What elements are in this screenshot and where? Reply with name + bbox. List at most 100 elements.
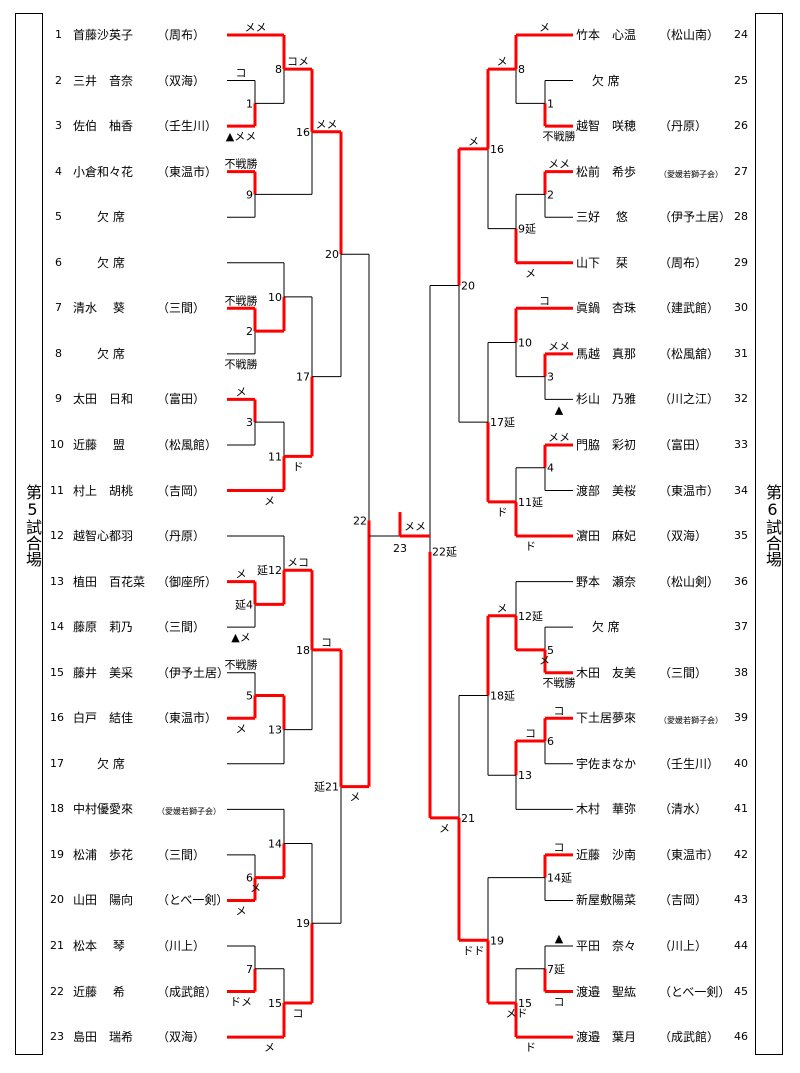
entrant-name: 小倉和々花: [73, 164, 134, 179]
entrant-row: 17 欠 席: [0, 756, 230, 772]
match-annotation: メ: [264, 1041, 275, 1054]
match-annotation: メ: [350, 791, 361, 804]
match-number: 12延: [518, 610, 543, 623]
entrant-school: （東温市）: [157, 164, 218, 179]
entrant-name: 馬越 真那: [576, 346, 637, 361]
entrant-number: 18: [50, 802, 64, 816]
entrant-row: 渡邉 聖紘（とべ一剣）45: [574, 984, 754, 1000]
match-number: 3: [246, 416, 253, 429]
entrant-number: 38: [734, 665, 748, 679]
match-number: 8: [518, 63, 525, 76]
entrant-row: 山下 栞（周布）29: [574, 255, 754, 271]
entrant-number: 29: [734, 255, 748, 269]
entrant-school: （松山南）: [659, 28, 720, 42]
entrant-school: （成武館）: [659, 1030, 720, 1045]
entrant-school: （丹原）: [659, 119, 708, 134]
entrant-row: 宇佐まなか（壬生川）40: [574, 756, 754, 772]
entrant-number: 34: [734, 483, 748, 497]
entrant-number: 12: [50, 529, 64, 543]
entrant-number: 42: [734, 847, 748, 861]
entrant-name: 欠 席: [73, 255, 125, 270]
entrant-number: 13: [50, 574, 64, 588]
match-number: 5: [246, 689, 253, 702]
entrant-number: 32: [734, 392, 748, 406]
entrant-school: （三間）: [157, 847, 206, 862]
entrant-name: 首藤沙英子: [73, 28, 134, 42]
entrant-name: 植田 百花菜: [73, 574, 146, 589]
entrant-name: 新屋敷陽菜: [576, 893, 637, 908]
entrant-number: 2: [55, 73, 62, 87]
entrant-number: 35: [734, 529, 748, 543]
entrant-school: （周布）: [157, 28, 206, 42]
entrant-school: （双海）: [157, 73, 206, 88]
entrant-name: 近藤 沙南: [576, 847, 637, 862]
entrant-number: 19: [50, 847, 64, 861]
match-annotation: メ: [236, 722, 247, 735]
entrant-name: 中村優愛來: [73, 802, 134, 817]
match-annotation: メ: [468, 135, 479, 148]
entrant-row: 杉山 乃雅（川之江）32: [574, 391, 754, 407]
entrant-number: 31: [734, 346, 748, 360]
entrant-name: 眞鍋 杏珠: [576, 301, 637, 316]
match-annotation: メ: [236, 904, 247, 917]
entrant-number: 37: [734, 620, 748, 634]
entrant-name: 木田 友美: [576, 665, 637, 680]
match-annotation: メ: [497, 602, 508, 615]
entrant-number: 43: [734, 893, 748, 907]
entrant-number: 24: [734, 28, 748, 41]
match-annotation: ド: [293, 460, 304, 473]
entrant-school: （建武館）: [659, 301, 720, 316]
entrant-row: 濵田 麻妃（双海）35: [574, 528, 754, 544]
match-annotation: メメ: [316, 118, 338, 131]
entrant-row: 平田 奈々（川上）44: [574, 938, 754, 954]
match-number: 1: [547, 97, 554, 110]
venue-label-left: 第5試合場: [23, 484, 42, 567]
entrant-row: 越智 咲穂（丹原）26: [574, 118, 754, 134]
entrant-school: （三間）: [659, 665, 708, 680]
match-number: 10: [268, 291, 282, 304]
entrant-school: （愛媛若獅子会）: [659, 716, 723, 726]
entrant-number: 39: [734, 711, 748, 725]
entrant-name: 佐伯 柚香: [73, 119, 134, 134]
entrant-number: 15: [50, 665, 64, 679]
entrant-name: 三好 悠: [576, 210, 628, 225]
match-annotation: 不戦勝: [225, 658, 258, 672]
entrant-name: 山田 陽向: [73, 893, 134, 908]
match-annotation: 不戦勝: [225, 157, 258, 171]
entrant-row: 眞鍋 杏珠（建武館）30: [574, 300, 754, 316]
match-annotation: メ: [439, 822, 450, 835]
entrant-school: （成武館）: [157, 984, 218, 999]
entrant-name: 藤原 莉乃: [73, 620, 134, 635]
entrant-row: 門脇 彩初（富田）33: [574, 437, 754, 453]
match-annotation: ド: [497, 506, 508, 519]
entrant-school: （東温市）: [157, 711, 218, 726]
match-annotation: ▲メメ: [226, 130, 256, 143]
entrant-school: （丹原）: [157, 529, 206, 544]
match-number: 16: [490, 143, 504, 156]
venue-label-right: 第6試合場: [763, 484, 782, 567]
match-annotation: メメ: [245, 21, 267, 34]
entrant-name: 宇佐まなか: [576, 756, 637, 771]
entrant-row: 5 欠 席: [0, 209, 230, 225]
entrant-number: 7: [55, 301, 62, 315]
entrant-school: （伊予土居）: [659, 210, 732, 225]
match-number: 9延: [518, 223, 536, 236]
entrant-number: 10: [50, 437, 64, 451]
match-number: 8: [275, 63, 282, 76]
entrant-number: 16: [50, 711, 64, 725]
entrant-name: 清水 葵: [73, 301, 125, 316]
match-annotation: メ: [264, 495, 275, 508]
match-annotation: 不戦勝: [543, 129, 576, 143]
match-number: 13: [518, 769, 532, 782]
final-match-number: 23: [393, 542, 407, 555]
